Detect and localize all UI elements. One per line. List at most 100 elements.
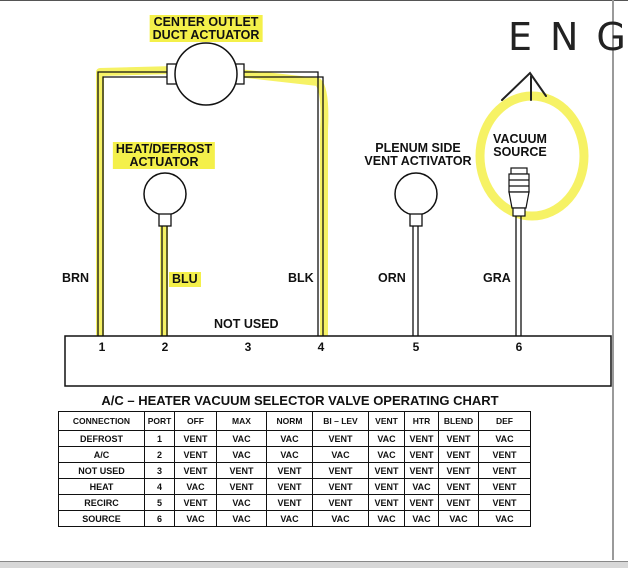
vacuum-source-fitting	[508, 167, 530, 217]
port-cell: 3	[144, 462, 175, 479]
mode-cell: VENT	[438, 446, 479, 463]
vacuum-source-label-line1: VACUUM	[493, 132, 547, 146]
mode-cell: VAC	[266, 510, 313, 527]
column-header: MAX	[216, 411, 267, 431]
plenum-side-label: PLENUM SIDE VENT ACTIVATOR	[364, 142, 471, 167]
connection-cell: A/C	[58, 446, 145, 463]
heat-defrost-actuator	[143, 172, 187, 227]
mode-cell: VENT	[478, 494, 531, 511]
column-header: OFF	[174, 411, 217, 431]
center-outlet-label-line1: CENTER OUTLET	[153, 15, 259, 29]
mode-cell: VAC	[404, 478, 439, 495]
mode-cell: VAC	[216, 446, 267, 463]
connection-cell: SOURCE	[58, 510, 145, 527]
port-number: 3	[244, 340, 252, 354]
mode-cell: VENT	[368, 478, 405, 495]
mode-cell: VAC	[216, 510, 267, 527]
mode-cell: VENT	[266, 462, 313, 479]
mode-cell: VENT	[438, 462, 479, 479]
mode-cell: VAC	[312, 510, 369, 527]
hose-label-gra: GRA	[483, 271, 511, 285]
plenum-side-label-line2: VENT ACTIVATOR	[364, 153, 472, 168]
hose-label-blk: BLK	[288, 271, 314, 285]
center-outlet-actuator	[166, 42, 245, 106]
mode-cell: VAC	[368, 446, 405, 463]
mode-cell: VENT	[404, 494, 439, 511]
mode-cell: VENT	[368, 462, 405, 479]
mode-cell: VENT	[404, 430, 439, 447]
mode-cell: VAC	[404, 510, 439, 527]
mode-cell: VAC	[174, 510, 217, 527]
mode-cell: VENT	[404, 462, 439, 479]
mode-cell: VENT	[174, 446, 217, 463]
mode-cell: VAC	[312, 446, 369, 463]
handwritten-arrow	[501, 71, 547, 101]
center-outlet-label: CENTER OUTLET DUCT ACTUATOR	[149, 15, 263, 42]
mode-cell: VENT	[266, 494, 313, 511]
heat-defrost-label: HEAT/DEFROST ACTUATOR	[112, 142, 216, 169]
mode-cell: VENT	[312, 494, 369, 511]
mode-cell: VENT	[478, 446, 531, 463]
column-header: VENT	[368, 411, 405, 431]
plenum-side-label-line1: PLENUM SIDE	[375, 141, 461, 155]
mode-cell: VENT	[438, 478, 479, 495]
column-header: NORM	[266, 411, 313, 431]
column-header: BI – LEV	[312, 411, 369, 431]
mode-cell: VAC	[266, 430, 313, 447]
mode-cell: VAC	[368, 510, 405, 527]
mode-cell: VENT	[174, 430, 217, 447]
column-header: CONNECTION	[58, 411, 145, 431]
column-header: BLEND	[438, 411, 479, 431]
mode-cell: VAC	[438, 510, 479, 527]
connection-cell: RECIRC	[58, 494, 145, 511]
column-header: PORT	[144, 411, 175, 431]
vacuum-source-label-line2: SOURCE	[493, 144, 547, 159]
port-cell: 4	[144, 478, 175, 495]
selector-valve-body	[64, 335, 612, 387]
mode-cell: VENT	[312, 478, 369, 495]
port-number: 4	[317, 340, 325, 354]
connection-cell: DEFROST	[58, 430, 145, 447]
mode-cell: VAC	[368, 430, 405, 447]
bottom-scroll-edge	[0, 561, 628, 568]
operating-chart-table: CONNECTION PORT OFF MAX NORM BI – LEV VE…	[58, 411, 531, 527]
vacuum-source-label: VACUUM SOURCE	[493, 133, 547, 158]
mode-cell: VENT	[174, 494, 217, 511]
mode-cell: VENT	[368, 494, 405, 511]
center-outlet-label-line2: DUCT ACTUATOR	[152, 27, 260, 42]
mode-cell: VENT	[478, 462, 531, 479]
mode-cell: VENT	[216, 462, 267, 479]
hose-label-orn: ORN	[378, 271, 406, 285]
mode-cell: VENT	[174, 462, 217, 479]
heat-defrost-label-line1: HEAT/DEFROST	[115, 142, 213, 156]
handwritten-note: ENG	[508, 15, 626, 59]
connection-cell: NOT USED	[58, 462, 145, 479]
mode-cell: VENT	[438, 494, 479, 511]
connection-cell: HEAT	[58, 478, 145, 495]
port-number: 5	[412, 340, 420, 354]
mode-cell: VENT	[312, 430, 369, 447]
hose-label-blu: BLU	[169, 272, 201, 287]
mode-cell: VENT	[266, 478, 313, 495]
mode-cell: VAC	[216, 430, 267, 447]
hoses	[97, 71, 522, 336]
port-cell: 5	[144, 494, 175, 511]
right-border	[612, 0, 614, 560]
plenum-side-actuator	[394, 172, 438, 227]
mode-cell: VENT	[312, 462, 369, 479]
mode-cell: VAC	[216, 494, 267, 511]
mode-cell: VENT	[478, 478, 531, 495]
column-header: DEF	[478, 411, 531, 431]
port-cell: 1	[144, 430, 175, 447]
top-border	[0, 0, 628, 1]
mode-cell: VENT	[404, 446, 439, 463]
port-number: 2	[161, 340, 169, 354]
